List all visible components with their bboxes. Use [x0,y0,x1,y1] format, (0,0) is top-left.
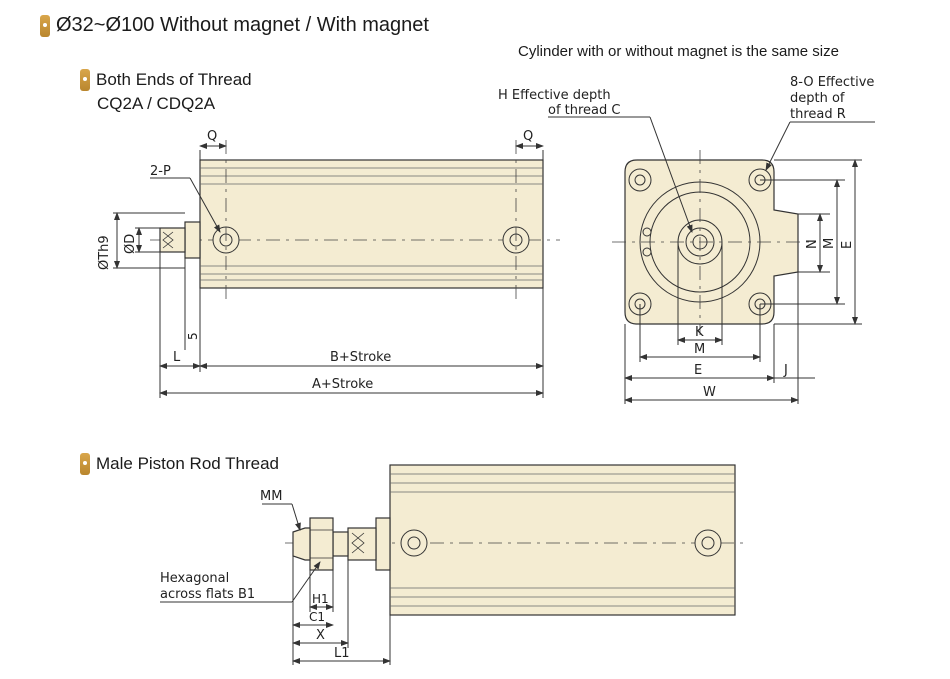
five-label: 5 [186,332,200,340]
side-view-male-rod: MM Hexagonal across flats B1 H1 C1 X L1 [160,464,745,665]
section2-heading: Male Piston Rod Thread [80,453,279,475]
o-label-line3: thread R [790,107,846,122]
bullet-icon [40,14,50,37]
p2-label: 2-P [150,164,171,179]
q-label-right: Q [523,129,533,144]
e-label-vertical: E [840,241,855,249]
side-view-both-ends: Q Q 2-P ØTh9 ØD 5 L B+Stroke A+Stroke [97,129,560,398]
th9-label: ØTh9 [97,235,112,270]
thread-end [292,527,311,561]
c1-label: C1 [309,610,325,624]
cylinder-body-2 [389,464,736,616]
main-title: Ø32~Ø100 Without magnet / With magnet [56,14,429,36]
k-label: K [695,325,704,340]
n-label: N [805,239,820,249]
q-label-left: Q [207,129,217,144]
m-label-horizontal: M [694,342,705,357]
l-label: L [173,350,181,365]
bullet-icon [80,69,90,91]
end-view: H Effective depth of thread C 8-O Effect… [498,75,875,404]
h-label-line1: H Effective depth [498,88,611,103]
rod-boss-2 [375,517,391,571]
w-label: W [703,385,716,400]
size-note: Cylinder with or without magnet is the s… [518,43,839,60]
o-label-line1: 8-O Effective [790,75,874,90]
cylinder-body [199,159,544,289]
l1-label: L1 [334,646,350,661]
m-label-vertical: M [822,238,837,249]
j-label: J [783,363,788,378]
hex-label-line1: Hexagonal [160,571,229,586]
h-label-line2: of thread C [548,103,620,118]
section2-title: Male Piston Rod Thread [96,454,280,473]
b-stroke-label: B+Stroke [330,350,391,365]
section1-title: Both Ends of Thread [96,70,252,89]
bullet-icon [80,453,90,475]
section1-model: CQ2A / CDQ2A [97,94,216,113]
e-label-horizontal: E [694,363,702,378]
hex-label-line2: across flats B1 [160,587,255,602]
d-label: ØD [123,234,138,254]
mm-label: MM [260,489,282,504]
h1-label: H1 [312,592,329,606]
section1-heading: Both Ends of Thread [80,69,252,91]
o-label-line2: depth of [790,91,845,106]
x-label: X [316,628,325,643]
hex-nut [309,517,334,571]
main-heading: Ø32~Ø100 Without magnet / With magnet [40,14,429,37]
a-stroke-label: A+Stroke [312,377,373,392]
rod-boss [184,221,201,259]
